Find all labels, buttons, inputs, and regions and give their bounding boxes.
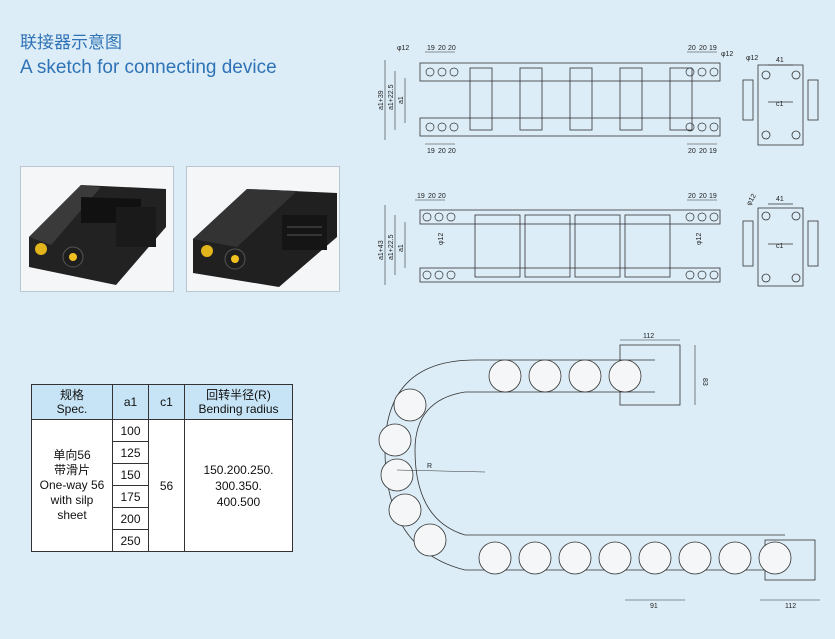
mid-dim-20-a: 20 xyxy=(428,193,436,200)
mid-dim-20-b: 20 xyxy=(438,193,446,200)
top-end-hole: φ12 xyxy=(746,55,758,62)
mid-end-hole: φ12 xyxy=(746,193,758,207)
mid-dim-20-d: 20 xyxy=(699,193,707,200)
mid-end-c1: c1 xyxy=(776,243,784,250)
chain-side-end-drawing: φ12 41 c1 xyxy=(742,193,819,287)
a1-cell: 150 xyxy=(112,463,149,486)
bend-bottom-len: 112 xyxy=(785,603,796,610)
bending-header-cn: 回转半径(R) xyxy=(206,388,271,402)
bending-line: 300.350. xyxy=(215,478,262,493)
bend-top-len: 112 xyxy=(643,333,654,340)
top-dim-20-h: 20 xyxy=(699,148,707,155)
top-dim-19-d: 19 xyxy=(709,148,717,155)
spec-header: 规格 Spec. xyxy=(31,384,113,420)
mid-dim-a1-22-5: a1+22.5 xyxy=(388,234,395,260)
bend-height: 83 xyxy=(701,378,708,386)
mid-hole-left: φ12 xyxy=(438,233,445,245)
spec-cell: 单向56 带滑片 One-way 56 with silp sheet xyxy=(31,419,113,552)
chain-top-view-drawing: a1+39 a1+22.5 a1 19 20 20 20 20 19 19 20… xyxy=(378,45,733,155)
c1-header: c1 xyxy=(148,384,185,420)
bending-line: 150.200.250. xyxy=(203,462,274,477)
top-dim-20-d: 20 xyxy=(699,45,707,52)
top-dim-20-a: 20 xyxy=(438,45,446,52)
mid-dim-a1-43: a1+43 xyxy=(378,240,385,260)
top-dim-20-f: 20 xyxy=(448,148,456,155)
chain-side-view-drawing: a1+43 a1+22.5 a1 19 20 20 20 20 19 φ12 φ… xyxy=(378,193,721,285)
top-dim-20-b: 20 xyxy=(448,45,456,52)
chain-connector-photo-1 xyxy=(20,166,174,292)
a1-cell: 175 xyxy=(112,485,149,508)
top-dim-20-g: 20 xyxy=(688,148,696,155)
bend-pitch: 91 xyxy=(650,603,658,610)
top-dim-19-b: 19 xyxy=(709,45,717,52)
c1-cell: 56 xyxy=(148,419,185,552)
mid-dim-a1: a1 xyxy=(398,244,405,252)
bending-header-en: Bending radius xyxy=(198,402,279,416)
bending-header: 回转半径(R) Bending radius xyxy=(184,384,293,420)
spec-line: with silp xyxy=(50,493,94,507)
top-dim-a1-39: a1+39 xyxy=(378,90,385,110)
spec-line: 带滑片 xyxy=(53,463,90,477)
top-dim-a1-22-5: a1+22.5 xyxy=(388,84,395,110)
spec-header-cn: 规格 xyxy=(59,388,84,402)
a1-cell: 200 xyxy=(112,507,149,530)
spec-line: One-way 56 xyxy=(39,478,105,492)
top-dim-19-c: 19 xyxy=(427,148,435,155)
chain-bending-drawing: 112 83 R 91 112 xyxy=(378,333,820,610)
title-en: A sketch for connecting device xyxy=(20,57,277,78)
mid-end-width: 41 xyxy=(776,196,784,203)
a1-cell: 125 xyxy=(112,441,149,464)
mid-dim-19-a: 19 xyxy=(417,193,425,200)
mid-hole-right: φ12 xyxy=(696,233,703,245)
spec-header-en: Spec. xyxy=(56,402,88,416)
a1-cell: 100 xyxy=(112,419,149,442)
bend-radius: R xyxy=(427,463,432,470)
top-dim-a1: a1 xyxy=(398,96,405,104)
spec-line: sheet xyxy=(57,508,87,522)
bending-cell: 150.200.250. 300.350. 400.500 xyxy=(184,419,293,552)
a1-cell: 250 xyxy=(112,529,149,552)
top-dim-19-a: 19 xyxy=(427,45,435,52)
chain-top-end-drawing: φ12 41 c1 xyxy=(742,55,819,146)
top-end-c1: c1 xyxy=(776,101,784,108)
spec-line: 单向56 xyxy=(53,448,91,462)
bending-line: 400.500 xyxy=(216,494,261,509)
top-dim-20-c: 20 xyxy=(688,45,696,52)
chain-connector-photo-2 xyxy=(186,166,340,292)
top-hole-right: φ12 xyxy=(721,51,733,58)
mid-dim-20-c: 20 xyxy=(688,193,696,200)
top-end-width: 41 xyxy=(776,57,784,64)
spec-table: 规格 Spec. a1 c1 回转半径(R) Bending radius 单向… xyxy=(31,384,293,552)
a1-header: a1 xyxy=(112,384,149,420)
top-hole-left: φ12 xyxy=(397,45,409,52)
title-cn: 联接器示意图 xyxy=(20,33,122,52)
mid-dim-19-b: 19 xyxy=(709,193,717,200)
top-dim-20-e: 20 xyxy=(438,148,446,155)
